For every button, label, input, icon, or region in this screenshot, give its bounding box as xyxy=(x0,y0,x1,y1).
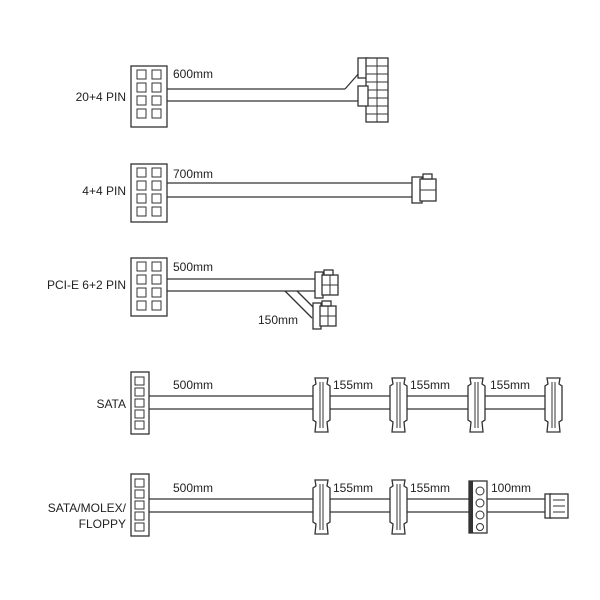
psu-end-connector-cpu xyxy=(130,163,168,223)
cable-smf-segment-2: 155mm xyxy=(410,481,450,495)
cable-sata-segment-3: 155mm xyxy=(490,378,530,392)
cable-sata-wire xyxy=(149,395,548,410)
sata-connector xyxy=(467,377,486,433)
cable-sata: SATA 500mm 155mm 155mm 155mm xyxy=(96,371,563,435)
sata-connector xyxy=(389,479,408,535)
cable-sata-segment-1: 155mm xyxy=(333,378,373,392)
cable-sata-molex-floppy: SATA/MOLEX/ FLOPPY 500mm 155mm 155mm xyxy=(48,473,569,537)
cable-sata-label: SATA xyxy=(96,397,126,411)
sata-connector xyxy=(312,377,331,433)
cable-smf-length: 500mm xyxy=(173,481,213,495)
cable-cpu: 4+4 PIN 700mm xyxy=(82,163,437,223)
psu-end-connector-pcie xyxy=(130,257,168,317)
cable-cpu-label: 4+4 PIN xyxy=(82,184,126,198)
cable-sata-segment-2: 155mm xyxy=(410,378,450,392)
cable-pcie-length: 500mm xyxy=(173,260,213,274)
sata-connector xyxy=(312,479,331,535)
cable-24pin-length: 600mm xyxy=(173,67,213,81)
floppy-connector xyxy=(544,493,569,519)
motherboard-connector-24pin xyxy=(357,57,389,123)
cable-sata-length: 500mm xyxy=(173,378,213,392)
cable-smf-segment-3: 100mm xyxy=(491,481,531,495)
cable-pcie-branch-length: 150mm xyxy=(258,313,298,327)
cable-cpu-length: 700mm xyxy=(173,167,213,181)
motherboard-connector-cpu xyxy=(411,173,437,204)
sata-connector xyxy=(544,377,563,433)
molex-connector xyxy=(468,480,488,534)
cable-pcie: PCI-E 6+2 PIN 500mm 150mm xyxy=(47,257,339,330)
cable-24pin: 20+4 PIN 600mm xyxy=(76,57,389,128)
cable-smf-segment-1: 155mm xyxy=(333,481,373,495)
sata-connector xyxy=(389,377,408,433)
psu-end-connector-sata xyxy=(130,371,150,435)
psu-end-connector-smf xyxy=(130,473,150,537)
gpu-connector-pcie-6pin xyxy=(314,269,339,299)
cable-pcie-label: PCI-E 6+2 PIN xyxy=(47,278,126,292)
cable-smf-label-line-2: FLOPPY xyxy=(79,517,126,531)
psu-end-connector-24pin xyxy=(130,65,168,128)
cable-24pin-label: 20+4 PIN xyxy=(76,90,126,104)
cable-cpu-wire xyxy=(167,182,412,198)
gpu-connector-pcie-2pin xyxy=(312,300,337,330)
cable-smf-label-line-1: SATA/MOLEX/ xyxy=(48,501,127,515)
